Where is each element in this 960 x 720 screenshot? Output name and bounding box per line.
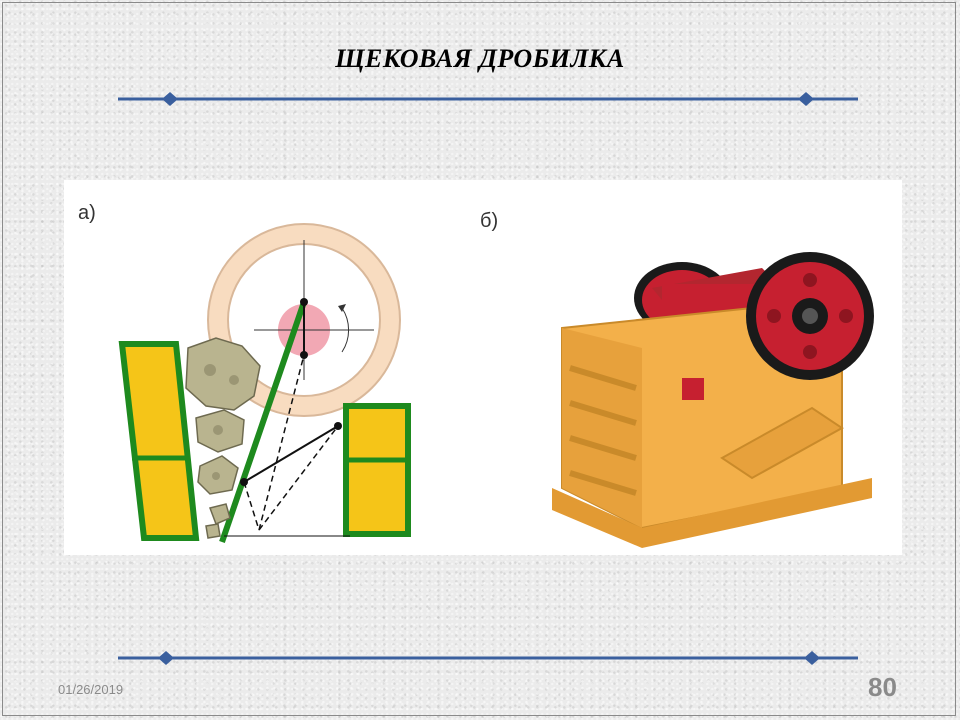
slide-date: 01/26/2019 [58,682,124,697]
figure-panel: а) б) [64,180,902,555]
jaw-crusher-schematic [118,223,411,543]
decorative-rule-bottom [118,651,858,665]
decorative-rule-top [118,92,858,106]
rock-pieces [185,337,261,539]
movable-jaw [219,301,307,543]
slide-title: ЩЕКОВАЯ ДРОБИЛКА [335,44,625,73]
figure-label-b: б) [480,210,499,232]
jaw-crusher-photo [542,228,892,548]
slide-page-number: 80 [868,672,897,702]
figure-label-a: а) [78,202,96,224]
fixed-jaw-frame [118,341,200,541]
rear-frame [343,403,411,537]
